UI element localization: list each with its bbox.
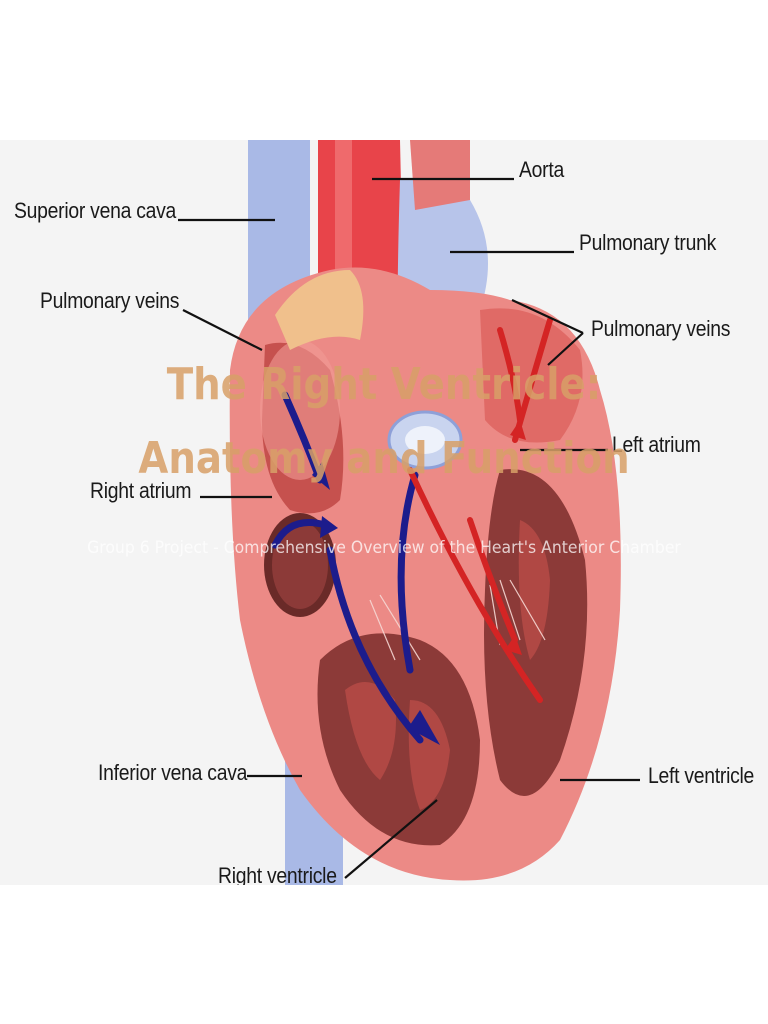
- label-pulmonary-veins-right: Pulmonary veins: [591, 316, 731, 341]
- slide-subtitle: Group 6 Project - Comprehensive Overview…: [87, 538, 681, 558]
- label-inferior-vena-cava: Inferior vena cava: [98, 760, 248, 785]
- label-left-atrium: Left atrium: [612, 432, 701, 457]
- label-pulmonary-veins-left: Pulmonary veins: [40, 288, 180, 313]
- label-left-ventricle: Left ventricle: [648, 763, 755, 788]
- label-pulmonary-trunk: Pulmonary trunk: [579, 230, 717, 255]
- oxygenated-flow-arrows: [407, 317, 553, 703]
- label-right-atrium: Right atrium: [90, 478, 192, 503]
- label-superior-vena-cava: Superior vena cava: [14, 198, 177, 223]
- right-atrium-wall: [260, 340, 340, 480]
- left-pulmonary-branch: [410, 140, 470, 210]
- label-aorta: Aorta: [519, 157, 564, 182]
- slide-title: The Right Ventricle: Anatomy and Functio…: [138, 359, 630, 484]
- atrial-appendage-fat: [275, 270, 364, 350]
- heart-illustration: [178, 140, 640, 885]
- label-right-ventricle: Right ventricle: [218, 863, 337, 885]
- deoxygenated-flow-arrows: [271, 391, 424, 744]
- leader-lines: [178, 177, 640, 879]
- chordae-tendineae: [369, 579, 546, 661]
- heart-diagram: Aorta Superior vena cava Pulmonary trunk…: [0, 140, 768, 885]
